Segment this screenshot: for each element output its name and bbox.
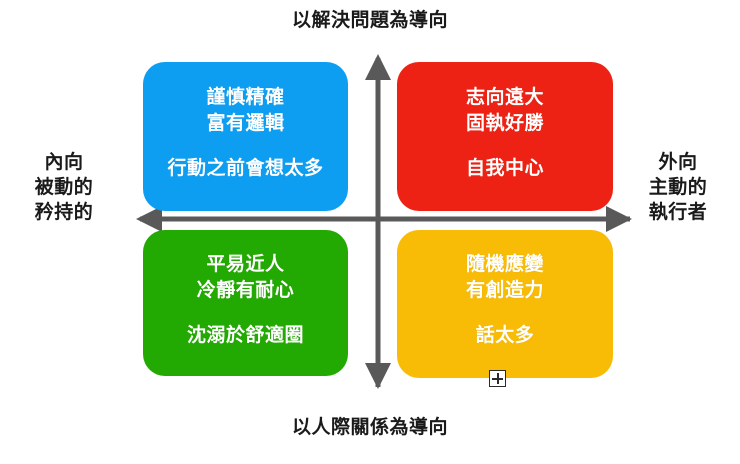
axis-label-bottom: 以人際關係為導向 xyxy=(291,417,448,438)
quadrant-expressive-weakness: 話太多 xyxy=(475,325,535,346)
quadrant-amiable-weakness: 沈溺於舒適圈 xyxy=(186,325,304,346)
quadrant-expressive-traits: 隨機應變 有創造力 xyxy=(465,254,544,301)
axis-label-right: 外向 主動的 執行者 xyxy=(648,152,708,223)
quadrant-expressive-amber[interactable]: 隨機應變 有創造力 話太多 xyxy=(397,230,613,378)
move-crosshair-cursor-icon xyxy=(489,370,506,387)
quadrant-analytical-traits: 謹慎精確 富有邏輯 xyxy=(206,87,285,134)
quadrant-analytical-weakness: 行動之前會想太多 xyxy=(167,158,324,179)
axis-label-top: 以解決問題為導向 xyxy=(291,10,448,31)
quadrant-driver-red[interactable]: 志向遠大 固執好勝 自我中心 xyxy=(397,62,613,211)
quadrant-amiable-green[interactable]: 平易近人 冷靜有耐心 沈溺於舒適圈 xyxy=(143,230,348,376)
quadrant-driver-traits: 志向遠大 固執好勝 xyxy=(465,87,544,134)
quadrant-analytical-blue[interactable]: 謹慎精確 富有邏輯 行動之前會想太多 xyxy=(143,62,348,211)
quadrant-amiable-traits: 平易近人 冷靜有耐心 xyxy=(196,254,295,301)
quadrant-driver-weakness: 自我中心 xyxy=(465,158,544,179)
axis-label-left: 內向 被動的 矜持的 xyxy=(34,152,94,223)
